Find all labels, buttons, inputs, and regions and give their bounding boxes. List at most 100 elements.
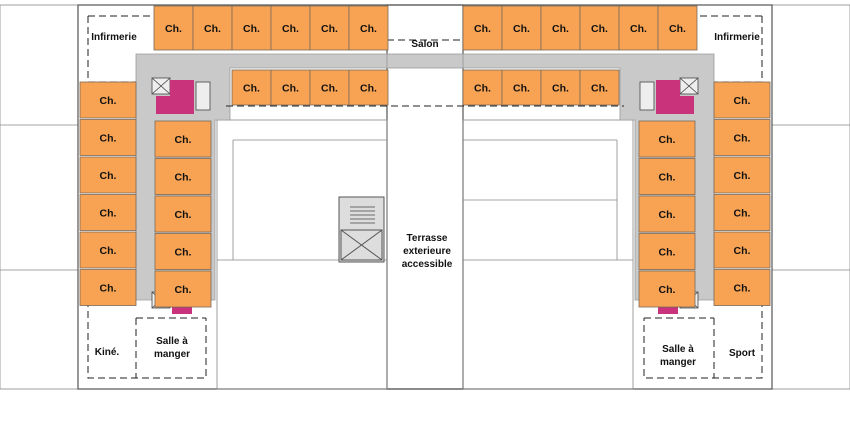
bedroom bbox=[79, 156, 137, 194]
bedroom bbox=[348, 5, 389, 51]
bedroom bbox=[231, 69, 272, 106]
label-infirmerie-right: Infirmerie bbox=[714, 32, 760, 43]
bedroom bbox=[579, 69, 620, 106]
bedroom bbox=[79, 269, 137, 306]
label-salle-right-2: manger bbox=[660, 357, 696, 368]
label-salle-left-2: manger bbox=[154, 349, 190, 360]
bedroom-label: Ch. bbox=[734, 95, 751, 107]
dashed-boundaries bbox=[87, 15, 763, 379]
bedroom bbox=[713, 269, 771, 306]
bedroom-label: Ch. bbox=[175, 284, 192, 296]
bedroom bbox=[79, 194, 137, 231]
bedroom bbox=[348, 69, 389, 106]
bedroom-label: Ch. bbox=[734, 133, 751, 145]
bedroom bbox=[154, 233, 212, 270]
bedroom-label: Ch. bbox=[175, 172, 192, 184]
bedroom bbox=[154, 120, 212, 158]
bedroom-label: Ch. bbox=[175, 247, 192, 259]
label-salle-right-1: Salle à bbox=[662, 344, 694, 355]
bedroom-label: Ch. bbox=[659, 209, 676, 221]
bedroom-label: Ch. bbox=[659, 284, 676, 296]
bedroom-label: Ch. bbox=[100, 170, 117, 182]
bedroom bbox=[309, 5, 350, 51]
bedroom-label: Ch. bbox=[659, 134, 676, 146]
bedroom-label: Ch. bbox=[100, 283, 117, 295]
label-salle-left-1: Salle à bbox=[156, 336, 188, 347]
label-terrasse-2: exterieure bbox=[403, 246, 451, 257]
bedroom bbox=[657, 5, 698, 51]
bedroom bbox=[79, 81, 137, 119]
bedroom-label: Ch. bbox=[204, 23, 221, 35]
rooms-layer: Ch. Ch. Ch. Ch. Ch. Ch. Ch. Ch. Ch. Ch. Ch. Ch. Ch. C… bbox=[79, 5, 771, 308]
bedroom-label: Ch. bbox=[630, 23, 647, 35]
bedroom bbox=[79, 231, 137, 269]
bedroom-label: Ch. bbox=[243, 83, 260, 95]
bedroom-label: Ch. bbox=[591, 83, 608, 95]
bedroom bbox=[638, 195, 696, 233]
bedroom-label: Ch. bbox=[100, 133, 117, 145]
bedroom-label: Ch. bbox=[659, 172, 676, 184]
bedroom bbox=[231, 5, 272, 51]
bedroom-label: Ch. bbox=[282, 83, 299, 95]
bedroom-label: Ch. bbox=[165, 23, 182, 35]
bedroom bbox=[270, 69, 311, 106]
bedroom bbox=[638, 158, 696, 195]
bedroom-label: Ch. bbox=[513, 23, 530, 35]
bedroom bbox=[153, 5, 194, 51]
bedroom-label: Ch. bbox=[321, 23, 338, 35]
label-terrasse-1: Terrasse bbox=[407, 233, 448, 244]
bedroom-label: Ch. bbox=[360, 83, 377, 95]
bedroom bbox=[79, 119, 137, 156]
bedroom bbox=[462, 5, 503, 51]
wc-blocks bbox=[156, 80, 694, 314]
bedroom-label: Ch. bbox=[474, 23, 491, 35]
bedroom-label: Ch. bbox=[243, 23, 260, 35]
bedroom-label: Ch. bbox=[513, 83, 530, 95]
bedroom-label: Ch. bbox=[360, 23, 377, 35]
bedroom bbox=[579, 5, 620, 51]
bedroom-label: Ch. bbox=[734, 170, 751, 182]
label-sport: Sport bbox=[729, 348, 756, 359]
bedroom bbox=[540, 5, 581, 51]
bedroom bbox=[713, 81, 771, 119]
label-kine: Kiné. bbox=[95, 347, 120, 358]
bedroom bbox=[462, 69, 503, 106]
bedroom bbox=[154, 270, 212, 308]
bedroom bbox=[713, 119, 771, 156]
bedroom-label: Ch. bbox=[734, 283, 751, 295]
stairs bbox=[151, 77, 699, 309]
bedroom-label: Ch. bbox=[321, 83, 338, 95]
bedroom bbox=[192, 5, 233, 51]
bedroom bbox=[638, 120, 696, 158]
bedroom-label: Ch. bbox=[734, 245, 751, 257]
label-terrasse-3: accessible bbox=[402, 259, 453, 270]
label-infirmerie-left: Infirmerie bbox=[91, 32, 137, 43]
building-outline bbox=[0, 4, 850, 390]
bedroom bbox=[154, 195, 212, 233]
bedroom bbox=[501, 5, 542, 51]
bedroom-label: Ch. bbox=[100, 95, 117, 107]
bedroom-label: Ch. bbox=[175, 134, 192, 146]
bedroom bbox=[501, 69, 542, 106]
bedroom-label: Ch. bbox=[282, 23, 299, 35]
bedroom bbox=[638, 233, 696, 270]
bedroom bbox=[713, 156, 771, 194]
bedroom-label: Ch. bbox=[669, 23, 686, 35]
bedroom-label: Ch. bbox=[552, 23, 569, 35]
bedroom bbox=[713, 231, 771, 269]
bedroom-label: Ch. bbox=[474, 83, 491, 95]
bedroom-label: Ch. bbox=[175, 209, 192, 221]
bedroom-label: Ch. bbox=[591, 23, 608, 35]
bedroom bbox=[309, 69, 350, 106]
bedroom-label: Ch. bbox=[552, 83, 569, 95]
bedroom bbox=[638, 270, 696, 308]
label-salon: Salon bbox=[411, 39, 438, 50]
bedroom bbox=[713, 194, 771, 231]
bedroom bbox=[154, 158, 212, 195]
bedroom-label: Ch. bbox=[734, 208, 751, 220]
bedroom-label: Ch. bbox=[100, 208, 117, 220]
bedroom-label: Ch. bbox=[659, 247, 676, 259]
bedroom bbox=[270, 5, 311, 51]
bedroom-label: Ch. bbox=[100, 245, 117, 257]
